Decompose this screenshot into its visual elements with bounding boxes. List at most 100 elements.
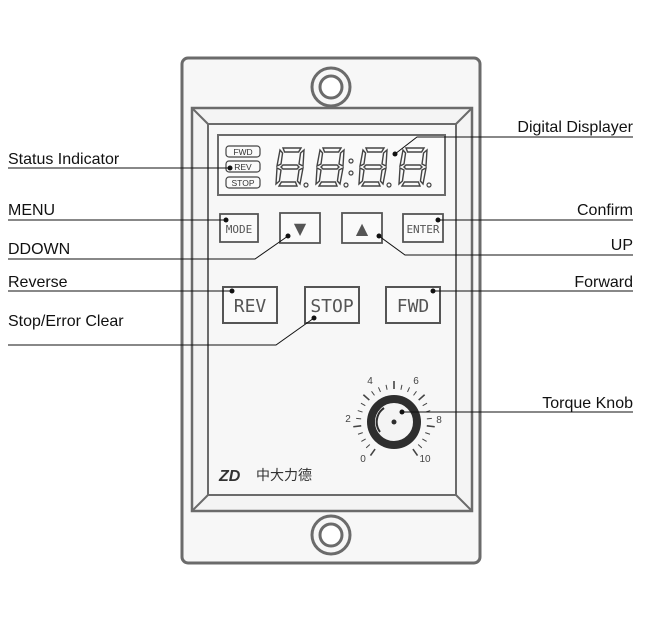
callout-confirm: Confirm xyxy=(435,202,633,223)
segment-f xyxy=(316,148,324,168)
segment-g xyxy=(403,164,423,170)
segment-b xyxy=(381,148,388,168)
fwd-button[interactable]: FWD xyxy=(385,286,441,324)
brand-name: 中大力德 xyxy=(256,468,312,484)
dial-tick xyxy=(371,391,375,396)
segment-e xyxy=(398,166,405,186)
enter-button-label: ENTER xyxy=(406,223,439,236)
up-arrow-icon: ▲ xyxy=(356,219,369,238)
dial-tick xyxy=(425,432,431,435)
segment-b xyxy=(338,148,345,168)
dial-tick xyxy=(385,384,388,390)
dial-tick xyxy=(426,425,435,428)
segment-e xyxy=(358,166,365,186)
segment-d xyxy=(317,181,339,187)
callout-stop-error-clear: Stop/Error Clear xyxy=(8,313,317,346)
dial-tick xyxy=(400,384,403,390)
dial-tick xyxy=(357,410,363,413)
segment-c xyxy=(296,166,304,186)
dial-tick xyxy=(407,387,411,393)
segment-c xyxy=(419,166,427,186)
callout-torque-knob: Torque Knob xyxy=(399,395,633,415)
mode-button[interactable]: MODE xyxy=(219,213,259,243)
segment-b xyxy=(298,148,305,168)
dial-tick xyxy=(357,432,363,435)
status-indicator: FWD REV STOP xyxy=(225,145,261,189)
rev-button-label: REV xyxy=(234,296,267,317)
segment-f xyxy=(399,148,407,168)
display-digit xyxy=(398,147,432,188)
decimal-point xyxy=(303,182,309,188)
dial-number-10: 10 xyxy=(419,454,431,465)
label-forward: Forward xyxy=(574,274,633,291)
callout-digital-displayer: Digital Displayer xyxy=(392,119,634,157)
segment-g xyxy=(320,164,340,170)
rev-button[interactable]: REV xyxy=(222,286,278,324)
label-up: UP xyxy=(611,237,633,254)
segment-g xyxy=(363,164,383,170)
callout-ddown: DDOWN xyxy=(8,233,291,260)
dial-number-8: 8 xyxy=(436,415,442,426)
callout-up: UP xyxy=(376,233,633,256)
dial-tick xyxy=(362,394,370,401)
segment-c xyxy=(379,166,387,186)
segment-f xyxy=(276,148,284,168)
segment-d xyxy=(360,181,382,187)
colon-dot xyxy=(348,170,354,176)
dial-tick xyxy=(422,402,428,407)
segment-b xyxy=(421,148,428,168)
callout-status-indicator: Status Indicator xyxy=(8,151,233,171)
label-confirm: Confirm xyxy=(577,202,633,219)
dial-tick xyxy=(353,425,362,428)
seven-segment-display xyxy=(275,147,432,188)
segment-c xyxy=(336,166,344,186)
up-button[interactable]: ▲ xyxy=(341,212,383,244)
label-reverse: Reverse xyxy=(8,274,68,291)
brand-logo: ZD 中大力德 xyxy=(218,468,312,485)
segment-a xyxy=(281,147,303,153)
dial-number-4: 4 xyxy=(367,376,373,387)
brand-logo-mark: ZD xyxy=(218,468,241,485)
dial-tick xyxy=(360,402,366,407)
segment-e xyxy=(315,166,322,186)
dial-tick xyxy=(418,394,426,401)
label-digital-displayer: Digital Displayer xyxy=(517,119,633,136)
dial-tick xyxy=(365,444,371,449)
segment-f xyxy=(359,148,367,168)
mode-button-label: MODE xyxy=(226,223,253,236)
stop-button-label: STOP xyxy=(310,296,354,317)
torque-dial-scale xyxy=(353,381,435,457)
down-arrow-icon: ▼ xyxy=(294,219,307,238)
bottom-mount-hole xyxy=(310,514,352,556)
label-torque-knob: Torque Knob xyxy=(542,395,633,412)
status-fwd: FWD xyxy=(233,147,252,157)
decimal-point xyxy=(386,182,392,188)
dial-tick xyxy=(422,438,427,442)
callout-reverse: Reverse xyxy=(8,274,235,294)
down-button[interactable]: ▼ xyxy=(279,212,321,244)
dial-tick xyxy=(412,448,419,457)
segment-a xyxy=(321,147,343,153)
decimal-point xyxy=(343,182,349,188)
dial-number-2: 2 xyxy=(345,414,351,425)
dial-tick xyxy=(377,387,381,393)
display-digit xyxy=(358,147,392,188)
dial-tick xyxy=(361,438,366,442)
segment-g xyxy=(280,164,300,170)
fwd-button-label: FWD xyxy=(397,296,430,317)
label-stop-error-clear: Stop/Error Clear xyxy=(8,313,124,330)
dial-tick xyxy=(369,448,376,457)
display-digit xyxy=(315,147,349,188)
colon-dot xyxy=(348,158,354,164)
status-stop: STOP xyxy=(232,178,255,188)
dial-tick xyxy=(417,444,423,449)
segment-d xyxy=(277,181,299,187)
torque-knob[interactable] xyxy=(367,395,421,449)
status-rev: REV xyxy=(234,162,252,172)
decimal-point xyxy=(426,182,432,188)
label-menu: MENU xyxy=(8,202,55,219)
segment-a xyxy=(364,147,386,153)
segment-d xyxy=(400,181,422,187)
callout-forward: Forward xyxy=(430,274,633,294)
